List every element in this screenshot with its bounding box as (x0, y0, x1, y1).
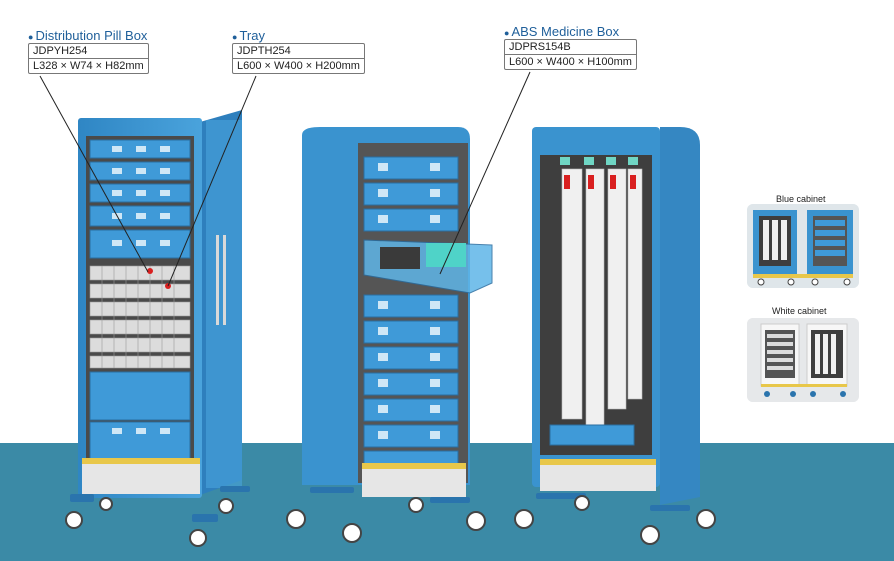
callout-title: Tray (239, 28, 265, 43)
callout-spec-box: JDPTH254 L600 × W400 × H200mm (232, 43, 365, 74)
callout-spec-box: JDPRS154B L600 × W400 × H100mm (504, 39, 637, 70)
callout-model: JDPRS154B (509, 41, 571, 53)
callout-abs-medicine-box: ●ABS Medicine Box JDPRS154B L600 × W400 … (504, 24, 637, 70)
cabinet-trays (286, 127, 493, 543)
callout-spec-box: JDPYH254 L328 × W74 × H82mm (28, 43, 149, 74)
callout-distribution-pill-box: ●Distribution Pill Box JDPYH254 L328 × W… (28, 28, 149, 74)
blue-cabinet-image (747, 204, 859, 288)
thumbnail-label-white-cabinet: White cabinet (772, 306, 827, 316)
bullet-dot: ● (504, 27, 510, 38)
white-cabinet-image (747, 318, 859, 402)
thumbnail-blue-cabinet[interactable] (747, 204, 859, 288)
thumbnail-label-blue-cabinet: Blue cabinet (776, 194, 826, 204)
callout-title: ABS Medicine Box (511, 24, 620, 39)
callout-model: JDPYH254 (33, 45, 88, 57)
cabinet-abs-boxes (514, 127, 716, 545)
callout-dimensions: L328 × W74 × H82mm (29, 58, 148, 73)
callout-title: Distribution Pill Box (35, 28, 148, 43)
cabinet-pill-box (65, 110, 250, 547)
bullet-dot: ● (28, 31, 34, 42)
thumbnail-white-cabinet[interactable] (747, 318, 859, 402)
callout-tray: ●Tray JDPTH254 L600 × W400 × H200mm (232, 28, 365, 74)
bullet-dot: ● (232, 31, 238, 42)
callout-dimensions: L600 × W400 × H200mm (233, 58, 364, 73)
callout-model: JDPTH254 (237, 45, 291, 57)
callout-dimensions: L600 × W400 × H100mm (505, 54, 636, 69)
